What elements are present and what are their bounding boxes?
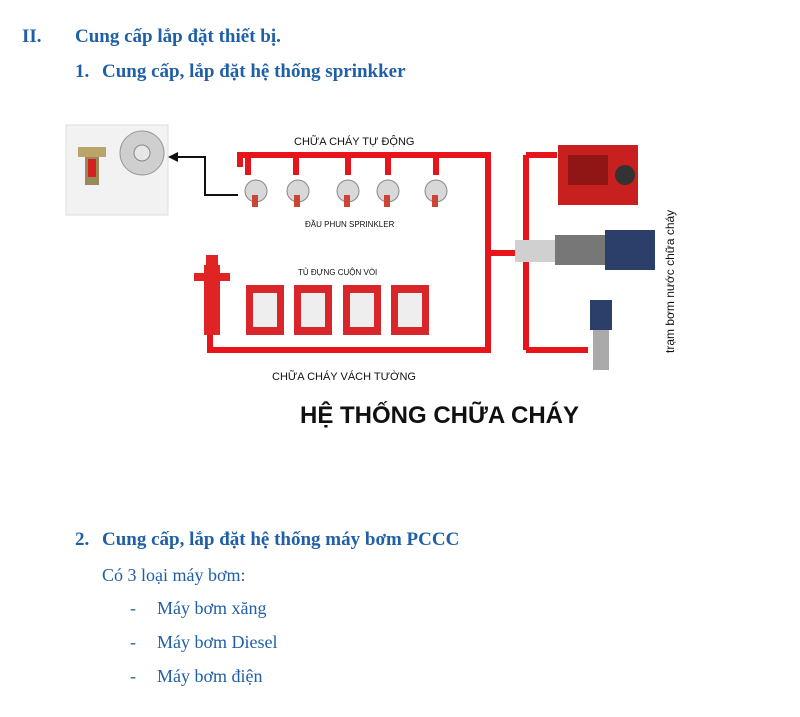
sprinkler-heads	[244, 179, 448, 207]
hose-cabinet	[246, 285, 284, 335]
sprinkler-head	[244, 179, 268, 207]
hose-cabinet	[391, 285, 429, 335]
subsection-1-title: Cung cấp, lắp đặt hệ thống sprinkker	[102, 61, 406, 82]
wall-fire-label: CHỮA CHÁY VÁCH TƯỜNG	[272, 370, 416, 383]
pump-type-item: Máy bơm xăng	[157, 598, 267, 618]
hose-cabinets	[246, 285, 429, 335]
arrow-connector	[172, 156, 238, 196]
pump-intro: Có 3 loại máy bơm:	[102, 565, 246, 585]
subsection-2-title: Cung cấp, lắp đặt hệ thống máy bơm PCCC	[102, 529, 460, 550]
gasoline-pump-image	[558, 145, 638, 205]
diagram-main-title: HỆ THỐNG CHỮA CHÁY	[300, 401, 579, 429]
electric-pump-image	[515, 230, 655, 270]
list-dash: -	[130, 666, 136, 686]
sprinkler-head-label: ĐẦU PHUN SPRINKLER	[305, 219, 395, 229]
fire-hydrant	[194, 255, 230, 335]
sprinkler-head	[286, 179, 310, 207]
sprinkler-head	[376, 179, 400, 207]
pump-type-item: Máy bơm điện	[157, 666, 263, 686]
sprinkler-head	[424, 179, 448, 207]
hose-cabinet	[294, 285, 332, 335]
list-dash: -	[130, 632, 136, 652]
sprinkler-pipes	[237, 152, 491, 253]
auto-fire-label: CHỮA CHÁY TỰ ĐỘNG	[294, 135, 414, 148]
subsection-1-number: 1.	[75, 61, 90, 82]
sprinkler-head	[336, 179, 360, 207]
pump-station-label: trạm bơm nước chữa cháy	[663, 210, 677, 353]
section-number: II.	[22, 26, 42, 47]
vertical-pump-image	[590, 300, 612, 370]
fire-system-diagram: CHỮA CHÁY TỰ ĐỘNG ĐẦU PHUN SPRINKLER TỦ …	[65, 124, 677, 429]
section-title: Cung cấp lắp đặt thiết bị.	[75, 26, 281, 47]
hose-cabinet	[343, 285, 381, 335]
subsection-2-number: 2.	[75, 529, 90, 550]
hose-cabinet-label: TỦ ĐỰNG CUỘN VÒI	[298, 268, 377, 277]
pump-type-item: Máy bơm Diesel	[157, 632, 278, 652]
sprinkler-closeup-image	[65, 124, 169, 216]
list-dash: -	[130, 598, 136, 618]
